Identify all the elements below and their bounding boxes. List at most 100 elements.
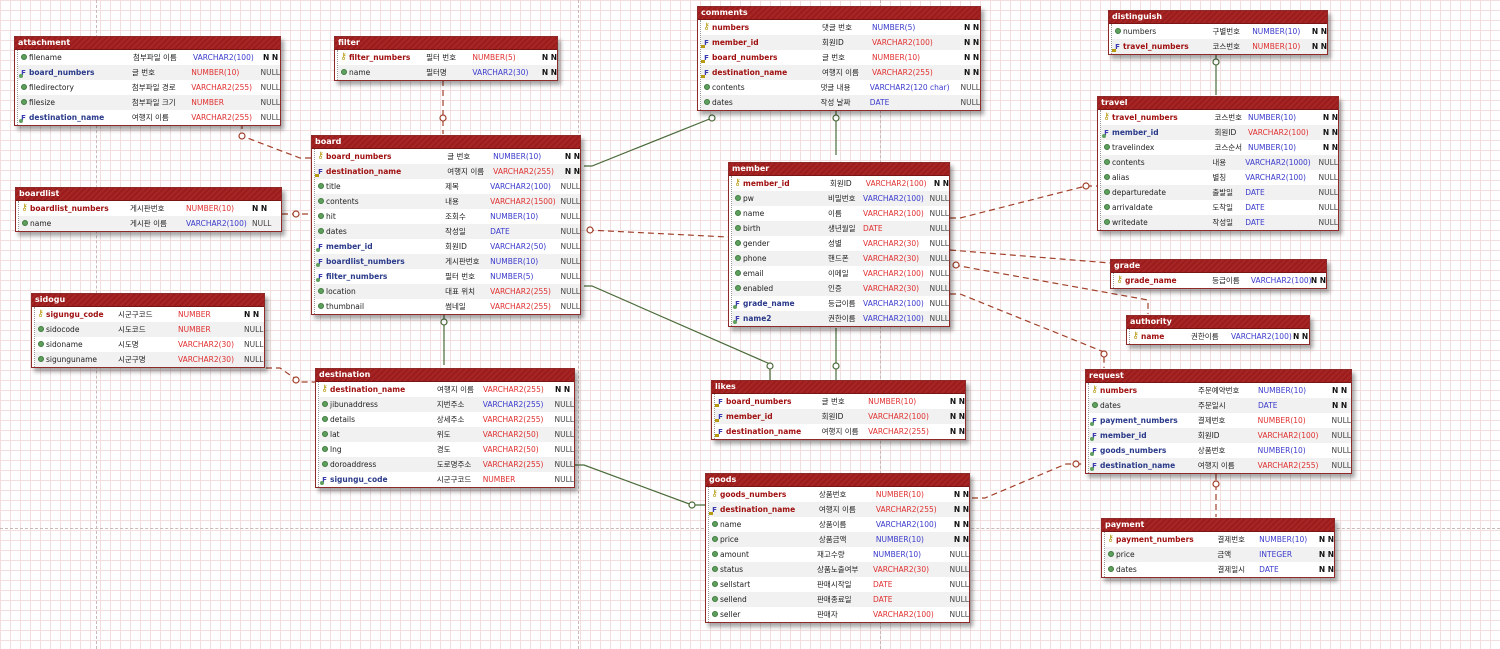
column-logical-name: 위도	[436, 430, 451, 439]
entity-boardlist[interactable]: boardlistboardlist_numbers게시판번호NUMBER(10…	[15, 187, 282, 232]
column-type: NUMBER(10)	[1258, 386, 1307, 395]
entity-authority[interactable]: authorityname권한이름VARCHAR2(100)N N	[1126, 315, 1310, 345]
entity-request[interactable]: requestnumbers주문예약번호NUMBER(10)N Ndates주문…	[1085, 369, 1352, 474]
column-nullability: N N	[964, 68, 980, 77]
column-name: contents	[712, 83, 745, 92]
